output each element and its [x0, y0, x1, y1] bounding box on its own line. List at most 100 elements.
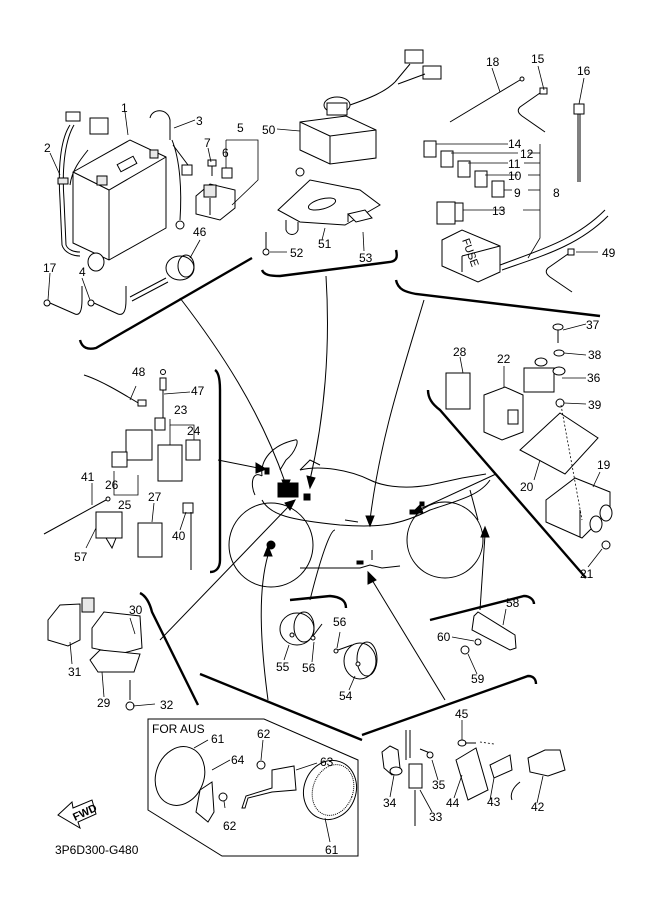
- nut-21[interactable]: [601, 540, 611, 550]
- callout-18[interactable]: 18: [486, 55, 500, 69]
- relay-57[interactable]: [95, 511, 123, 550]
- screw-45[interactable]: [457, 739, 476, 747]
- callout-26[interactable]: 26: [105, 478, 119, 492]
- reflector-61a[interactable]: [147, 740, 213, 813]
- relay-25[interactable]: [111, 429, 153, 468]
- dc-socket[interactable]: [129, 254, 195, 302]
- callout-15[interactable]: 15: [531, 52, 545, 66]
- callout-17[interactable]: 17: [43, 261, 57, 275]
- ignitor-unit[interactable]: [299, 49, 442, 165]
- callout-6[interactable]: 6: [222, 146, 229, 160]
- callout-11[interactable]: 11: [508, 157, 521, 171]
- fuse-12[interactable]: [440, 150, 454, 168]
- callout-8[interactable]: 8: [553, 186, 560, 200]
- callout-21[interactable]: 21: [580, 567, 594, 581]
- stay-63[interactable]: [241, 765, 297, 809]
- callout-10[interactable]: 10: [508, 169, 522, 183]
- callout-52[interactable]: 52: [290, 246, 304, 260]
- screw-56b[interactable]: [333, 644, 353, 654]
- callout-45[interactable]: 45: [455, 707, 469, 721]
- callout-61a[interactable]: 61: [211, 732, 225, 746]
- callout-61b[interactable]: 61: [325, 843, 339, 857]
- callout-19[interactable]: 19: [597, 458, 611, 472]
- fuse-11[interactable]: [457, 160, 471, 178]
- callout-56a[interactable]: 56: [302, 661, 316, 675]
- callout-13[interactable]: 13: [492, 204, 506, 218]
- fuse-6[interactable]: [221, 167, 233, 179]
- callout-32[interactable]: 32: [160, 698, 174, 712]
- screw-56a[interactable]: [310, 623, 323, 641]
- screw-37[interactable]: [552, 323, 564, 343]
- tie-18[interactable]: [449, 76, 525, 123]
- relay-19[interactable]: [545, 477, 613, 539]
- switch-44[interactable]: [455, 747, 489, 801]
- callout-58[interactable]: 58: [506, 596, 520, 610]
- callout-28[interactable]: 28: [453, 345, 467, 359]
- callout-9[interactable]: 9: [514, 186, 521, 200]
- callout-33[interactable]: 33: [429, 810, 443, 824]
- brake-switch-33[interactable]: [405, 730, 423, 826]
- callout-24[interactable]: 24: [187, 424, 201, 438]
- resistor-36[interactable]: [523, 357, 566, 393]
- fuse-13[interactable]: [436, 201, 464, 225]
- callout-41[interactable]: 41: [81, 470, 95, 484]
- master-cylinder-42[interactable]: [510, 749, 566, 801]
- fuse-10[interactable]: [474, 170, 488, 188]
- fuse-9[interactable]: [491, 180, 505, 198]
- band-49[interactable]: [545, 248, 575, 293]
- callout-51[interactable]: 51: [318, 237, 332, 251]
- callout-63[interactable]: 63: [320, 755, 334, 769]
- starter-relay[interactable]: [195, 183, 236, 221]
- callout-3[interactable]: 3: [196, 114, 203, 128]
- callout-46[interactable]: 46: [193, 225, 207, 239]
- callout-54[interactable]: 54: [339, 689, 353, 703]
- callout-44[interactable]: 44: [446, 796, 460, 810]
- callout-22[interactable]: 22: [497, 352, 511, 366]
- tie-41[interactable]: [43, 496, 111, 535]
- callout-43[interactable]: 43: [487, 795, 501, 809]
- bolt-7[interactable]: [207, 159, 217, 176]
- reflector-61b[interactable]: [295, 753, 364, 827]
- callout-62b[interactable]: 62: [223, 819, 237, 833]
- nut-59[interactable]: [460, 645, 470, 655]
- clamp-16[interactable]: [573, 103, 585, 182]
- nut-62b[interactable]: [256, 760, 266, 770]
- battery-lead-harness[interactable]: [57, 111, 109, 272]
- callout-7[interactable]: 7: [204, 136, 211, 150]
- callout-48[interactable]: 48: [132, 365, 146, 379]
- callout-57[interactable]: 57: [74, 550, 88, 564]
- fuse-box[interactable]: FUSE: [441, 209, 609, 283]
- callout-50[interactable]: 50: [262, 123, 276, 137]
- band-15[interactable]: [517, 87, 548, 133]
- callout-29[interactable]: 29: [97, 696, 111, 710]
- nut-62a[interactable]: [218, 792, 228, 802]
- callout-59[interactable]: 59: [471, 672, 485, 686]
- callout-25[interactable]: 25: [118, 498, 132, 512]
- callout-16[interactable]: 16: [577, 64, 591, 78]
- callout-34[interactable]: 34: [383, 796, 397, 810]
- callout-20[interactable]: 20: [520, 480, 534, 494]
- screw-35[interactable]: [419, 748, 434, 759]
- callout-56b[interactable]: 56: [333, 615, 347, 629]
- band-4[interactable]: [87, 286, 127, 315]
- bracket-20[interactable]: [519, 412, 599, 475]
- horn-55[interactable]: [279, 611, 315, 646]
- cover-31[interactable]: [47, 597, 95, 647]
- callout-49[interactable]: 49: [602, 246, 616, 260]
- reflector-58[interactable]: [471, 611, 517, 651]
- callout-37[interactable]: 37: [586, 318, 600, 332]
- stay-64[interactable]: [195, 781, 215, 823]
- horn-54[interactable]: [343, 641, 378, 680]
- callout-53[interactable]: 53: [359, 251, 373, 265]
- relay-28[interactable]: [445, 372, 471, 410]
- bracket-cover-53[interactable]: [347, 209, 373, 223]
- callout-23[interactable]: 23: [174, 403, 188, 417]
- callout-38[interactable]: 38: [588, 348, 602, 362]
- callout-31[interactable]: 31: [68, 665, 82, 679]
- clamp-40[interactable]: [182, 502, 194, 570]
- callout-27[interactable]: 27: [148, 490, 162, 504]
- wire-48[interactable]: [83, 374, 147, 407]
- callout-39[interactable]: 39: [588, 398, 602, 412]
- callout-42[interactable]: 42: [531, 800, 545, 814]
- fuse-lead-47[interactable]: [154, 369, 167, 431]
